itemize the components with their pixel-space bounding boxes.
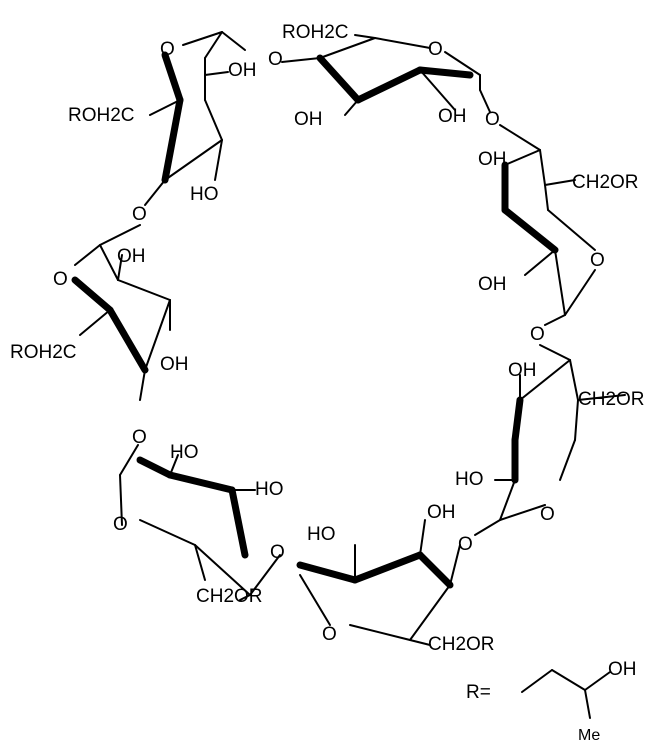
ring2-ch2or: ROH2C bbox=[282, 22, 349, 43]
link5: O bbox=[322, 624, 337, 645]
link2: O bbox=[428, 39, 443, 60]
ring4-o: O bbox=[530, 324, 545, 345]
ring7-ch2or: ROH2C bbox=[10, 342, 77, 363]
ring1-ch2or: ROH2C bbox=[68, 105, 135, 126]
ring3-oh: OH bbox=[478, 149, 507, 170]
ring5-o: O bbox=[458, 534, 473, 555]
ring7-o: O bbox=[53, 269, 68, 290]
r-group-prefix: R= bbox=[466, 682, 491, 703]
ring6-o: O bbox=[270, 542, 285, 563]
ring4-oh: OH bbox=[508, 360, 537, 381]
ring1-o: O bbox=[160, 39, 175, 60]
link3: O bbox=[590, 250, 605, 271]
ring5-ch2or: CH2OR bbox=[428, 634, 495, 655]
ring7-ho: HO bbox=[255, 479, 284, 500]
ring7-oh2: OH bbox=[160, 354, 189, 375]
ring-1 bbox=[144, 31, 246, 206]
ring4-ho: HO bbox=[455, 469, 484, 490]
ring6-ch2or: CH2OR bbox=[196, 586, 263, 607]
ring-5 bbox=[296, 519, 461, 646]
ring3-o: O bbox=[485, 109, 500, 130]
ring-4 bbox=[474, 344, 626, 536]
r-group-oh: OH bbox=[608, 659, 637, 680]
ring7-oh: OH bbox=[117, 246, 146, 267]
ring-3 bbox=[499, 124, 596, 326]
ring5-ho: HO bbox=[307, 524, 336, 545]
ring-7 bbox=[71, 224, 171, 401]
ring2-oh2: OH bbox=[294, 109, 323, 130]
ring4-ch2or: CH2OR bbox=[578, 389, 645, 410]
ring-2 bbox=[281, 34, 491, 116]
ring1-oh2: HO bbox=[190, 184, 219, 205]
link6: O bbox=[113, 514, 128, 535]
atom-labels: O OH ROH2C HO O O OH ROH2C OH O O OH OH … bbox=[10, 22, 645, 655]
ring2-oh: OH bbox=[438, 106, 467, 127]
link1: O bbox=[132, 204, 147, 225]
ring1-oh: OH bbox=[228, 60, 257, 81]
ring2-o: O bbox=[268, 49, 283, 70]
link4: O bbox=[540, 504, 555, 525]
ring3-oh2: OH bbox=[478, 274, 507, 295]
ring6-ho: HO bbox=[170, 442, 199, 463]
r-group-definition: R= OH Me bbox=[466, 659, 637, 744]
ring-6 bbox=[119, 444, 281, 601]
ring5-oh: OH bbox=[427, 502, 456, 523]
r-group-me: Me bbox=[578, 727, 600, 744]
link7: O bbox=[132, 427, 147, 448]
ring3-ch2or: CH2OR bbox=[572, 172, 639, 193]
